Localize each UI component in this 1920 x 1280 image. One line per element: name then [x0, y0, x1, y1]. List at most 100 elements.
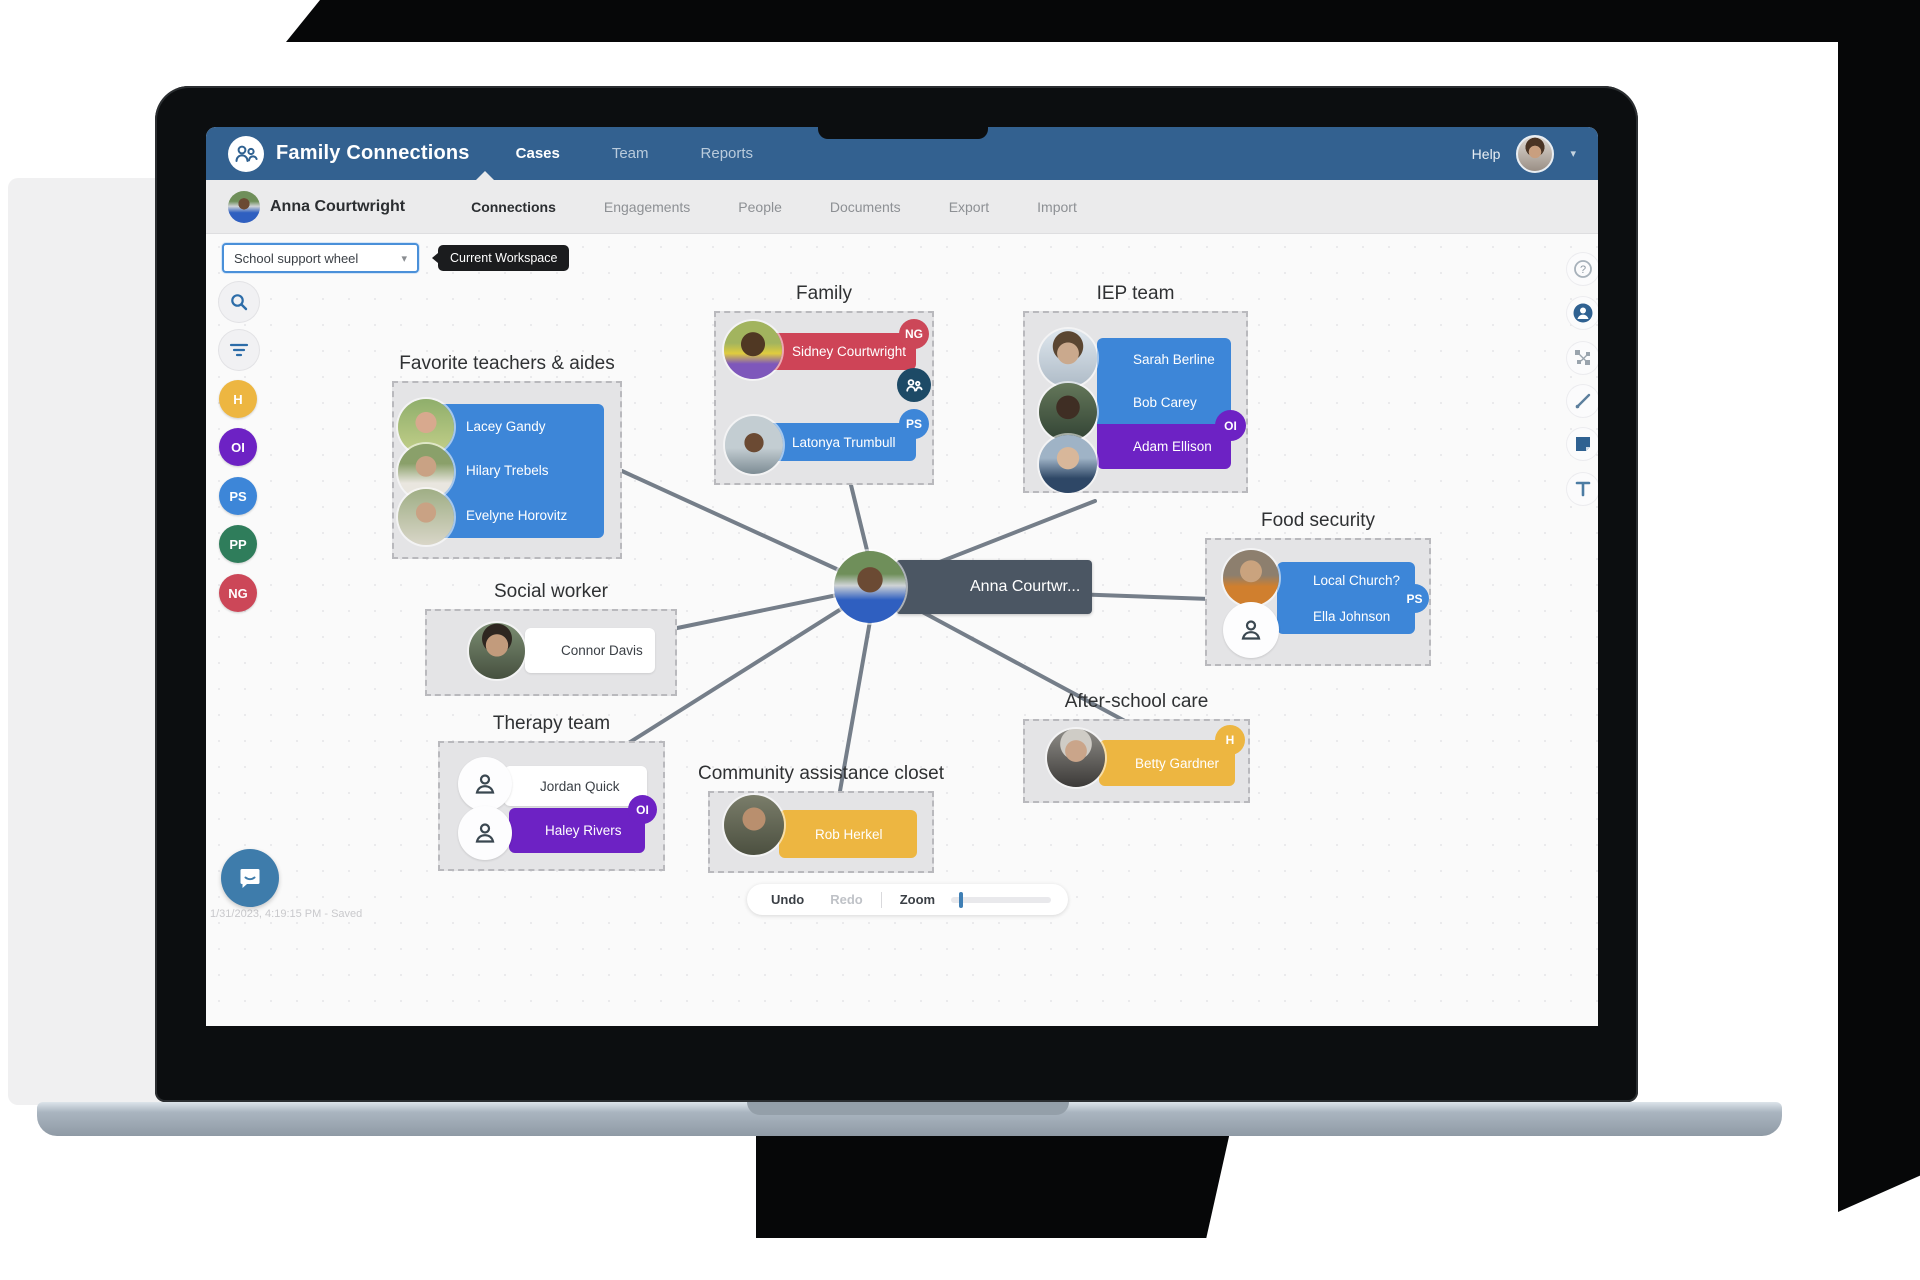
tab-engagements[interactable]: Engagements	[603, 198, 691, 215]
app-window: Family Connections Cases Team Reports He…	[206, 127, 1598, 1026]
chat-launcher-button[interactable]	[221, 849, 279, 907]
group-therapy-team[interactable]: Therapy team Jordan Quick Haley Rivers O…	[438, 713, 665, 871]
avatar	[1223, 550, 1279, 606]
avatar	[724, 795, 784, 855]
legend-badge-ps[interactable]: PS	[219, 477, 257, 515]
chevron-down-icon: ▾	[401, 252, 407, 265]
workspace-select[interactable]: School support wheel ▾	[222, 243, 419, 273]
tab-people[interactable]: People	[738, 198, 782, 215]
member-connor-davis[interactable]: Connor Davis	[525, 628, 655, 673]
tab-connections[interactable]: Connections	[471, 198, 556, 215]
group-title: Therapy team	[492, 713, 611, 734]
member-jordan-quick[interactable]: Jordan Quick	[504, 766, 647, 806]
group-social-worker[interactable]: Social worker Connor Davis	[425, 581, 677, 696]
group-community-closet[interactable]: Community assistance closet Rob Herkel	[698, 763, 944, 873]
search-button[interactable]	[219, 282, 259, 322]
member-sarah-berline[interactable]: Sarah Berline	[1097, 338, 1231, 381]
member-local-church[interactable]: Local Church?	[1277, 562, 1415, 598]
member-bob-carey[interactable]: Bob Carey	[1097, 381, 1231, 424]
group-title: Community assistance closet	[697, 763, 945, 784]
member-bar-stack[interactable]: Lacey Gandy Hilary Trebels Evelyne Horov…	[426, 404, 604, 538]
filter-button[interactable]	[219, 330, 259, 370]
badge-oi: OI	[628, 795, 657, 824]
avatar	[1039, 329, 1097, 387]
member-sidney-courtwright[interactable]: Sidney Courtwright	[756, 333, 916, 370]
user-avatar[interactable]	[1516, 134, 1555, 173]
member-latonya-trumbull[interactable]: Latonya Trumbull	[756, 423, 916, 461]
undo-button[interactable]: Undo	[771, 892, 805, 907]
member-adam-ellison[interactable]: Adam Ellison	[1097, 424, 1231, 469]
person-icon	[475, 774, 495, 794]
family-connections-node-icon[interactable]	[897, 368, 931, 402]
shadow-right	[1838, 0, 1920, 1212]
redo-button[interactable]: Redo	[830, 892, 863, 907]
chat-bubble-icon	[240, 869, 260, 888]
workspace-select-value: School support wheel	[234, 250, 359, 266]
member-haley-rivers[interactable]: Haley Rivers	[509, 808, 645, 853]
app-title: Family Connections	[276, 142, 470, 164]
badge-ps: PS	[899, 409, 929, 439]
text-tool-button[interactable]	[1567, 473, 1598, 505]
member-lacey-gandy[interactable]: Lacey Gandy	[466, 418, 546, 434]
legend-badge-h[interactable]: H	[219, 380, 257, 418]
help-tool-button[interactable]: ?	[1567, 253, 1598, 285]
legend-badge-ng[interactable]: NG	[219, 574, 257, 612]
member-evelyne-horovitz[interactable]: Evelyne Horovitz	[466, 507, 568, 523]
center-avatar[interactable]	[834, 551, 906, 623]
search-icon	[231, 294, 248, 311]
group-family[interactable]: Family Sidney Courtwright NG Latonya Tru…	[714, 283, 934, 485]
tab-documents[interactable]: Documents	[829, 198, 901, 215]
nav-item-reports[interactable]: Reports	[700, 145, 754, 162]
text-tool-icon	[1575, 481, 1591, 497]
avatar	[1047, 729, 1105, 787]
avatar	[724, 321, 782, 379]
member-hilary-trebels[interactable]: Hilary Trebels	[466, 463, 549, 479]
avatar	[1039, 383, 1097, 441]
note-tool-button[interactable]	[1567, 428, 1598, 460]
person-placeholder-avatar	[1223, 602, 1279, 658]
zoom-slider-handle[interactable]	[959, 891, 964, 908]
badge-h: H	[1215, 725, 1245, 755]
shadow-bottom	[756, 1132, 1230, 1238]
nav-item-cases[interactable]: Cases	[515, 145, 560, 162]
person-icon	[1241, 620, 1261, 640]
laptop-base-notch	[747, 1102, 1069, 1115]
person-icon	[1573, 303, 1593, 323]
zoom-slider[interactable]	[951, 891, 1052, 908]
connections-canvas[interactable]: School support wheel ▾ Current Workspace…	[206, 234, 1598, 1026]
group-title: Food security	[1260, 510, 1376, 531]
group-favorite-teachers[interactable]: Favorite teachers & aides Lacey Gandy Hi…	[392, 353, 622, 559]
group-title: After-school care	[1064, 691, 1209, 712]
group-food-security[interactable]: Food security Local Church? Ella Johnson…	[1205, 510, 1431, 666]
member-betty-gardner[interactable]: Betty Gardner	[1099, 740, 1235, 786]
center-node-anna-courtwright[interactable]: Anna Courtwr...	[896, 560, 1092, 614]
group-title: Favorite teachers & aides	[399, 353, 615, 374]
canvas-toolbar: Undo Redo Zoom	[747, 884, 1068, 915]
group-title: Social worker	[493, 581, 609, 602]
add-person-tool-button[interactable]	[1567, 297, 1598, 329]
group-after-school-care[interactable]: After-school care Betty Gardner H	[1023, 691, 1250, 803]
laptop-base	[37, 1102, 1782, 1136]
legend-badge-oi[interactable]: OI	[219, 428, 257, 466]
network-tool-button[interactable]	[1567, 342, 1598, 374]
active-nav-pointer	[476, 171, 494, 180]
tab-export[interactable]: Export	[948, 198, 990, 215]
case-name: Anna Courtwright	[270, 197, 406, 215]
badge-ps: PS	[1400, 584, 1429, 613]
member-rob-herkel[interactable]: Rob Herkel	[779, 810, 917, 858]
nav-item-team[interactable]: Team	[611, 145, 649, 162]
help-link[interactable]: Help	[1471, 145, 1501, 162]
member-ella-johnson[interactable]: Ella Johnson	[1277, 598, 1415, 634]
legend-badge-pp[interactable]: PP	[219, 525, 257, 563]
user-menu-caret-icon[interactable]: ▾	[1570, 148, 1576, 160]
main-nav: Cases Team Reports	[516, 145, 753, 162]
badge-ng: NG	[899, 319, 929, 349]
toolbar-divider	[880, 891, 882, 908]
draw-line-tool-button[interactable]	[1567, 385, 1598, 417]
tab-import[interactable]: Import	[1037, 198, 1077, 215]
group-iep-team[interactable]: IEP team Sarah Berline Bob Carey Adam El…	[1023, 283, 1248, 493]
laptop-camera-notch	[818, 122, 988, 139]
avatar	[725, 416, 783, 474]
shadow-top	[286, 0, 1842, 42]
